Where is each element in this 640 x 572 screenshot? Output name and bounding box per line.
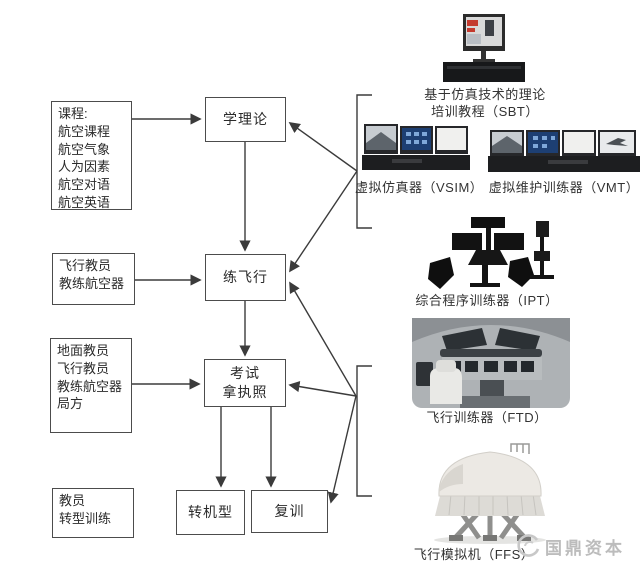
box-type-conversion: 转机型 — [176, 490, 245, 535]
arrow-devices-to-flying-upper — [289, 170, 358, 273]
ffs-image — [434, 443, 546, 544]
ftd-image — [412, 318, 570, 408]
box-exam-license: 考试 拿执照 — [204, 359, 286, 407]
box-ground-staff: 地面教员 飞行教员 教练航空器 局方 — [50, 338, 132, 433]
sbt-image — [443, 14, 525, 82]
ftd-caption: 飞行训练器（FTD） — [426, 410, 548, 425]
arrow-devices-to-theory — [288, 122, 358, 172]
watermark-logo: 国鼎资本 — [516, 533, 625, 559]
bracket-lower-devices — [356, 365, 372, 497]
arrow-simulators-to-flying — [289, 281, 357, 397]
vmt-image — [488, 130, 640, 172]
sbt-caption: 基于仿真技术的理论 培训教程（SBT） — [424, 87, 546, 119]
box-courses: 课程: 航空课程 航空气象 人为因素 航空对语 航空英语 — [51, 101, 132, 210]
box-learn-theory: 学理论 — [205, 97, 286, 142]
vsim-caption: 虚拟仿真器（VSIM） — [355, 180, 484, 195]
arrow-simulators-to-exam — [288, 381, 357, 397]
box-practice-flying: 练飞行 — [205, 254, 286, 301]
box-recurrent-training: 复训 — [251, 490, 328, 533]
brand-swirl-icon — [517, 534, 540, 557]
brand-name: 国鼎资本 — [545, 538, 625, 558]
arrow-simulators-to-recurrent — [327, 395, 357, 504]
box-flight-instructor: 飞行教员 教练航空器 — [52, 253, 135, 305]
ffs-caption: 飞行模拟机（FFS） — [413, 547, 535, 562]
ipt-image — [428, 217, 554, 289]
ipt-caption: 综合程序训练器（IPT） — [415, 293, 559, 308]
box-teacher-conversion: 教员 转型训练 — [52, 488, 134, 538]
vsim-image — [362, 124, 470, 170]
bracket-upper-devices — [356, 94, 372, 229]
vmt-caption: 虚拟维护训练器（VMT） — [488, 180, 640, 195]
